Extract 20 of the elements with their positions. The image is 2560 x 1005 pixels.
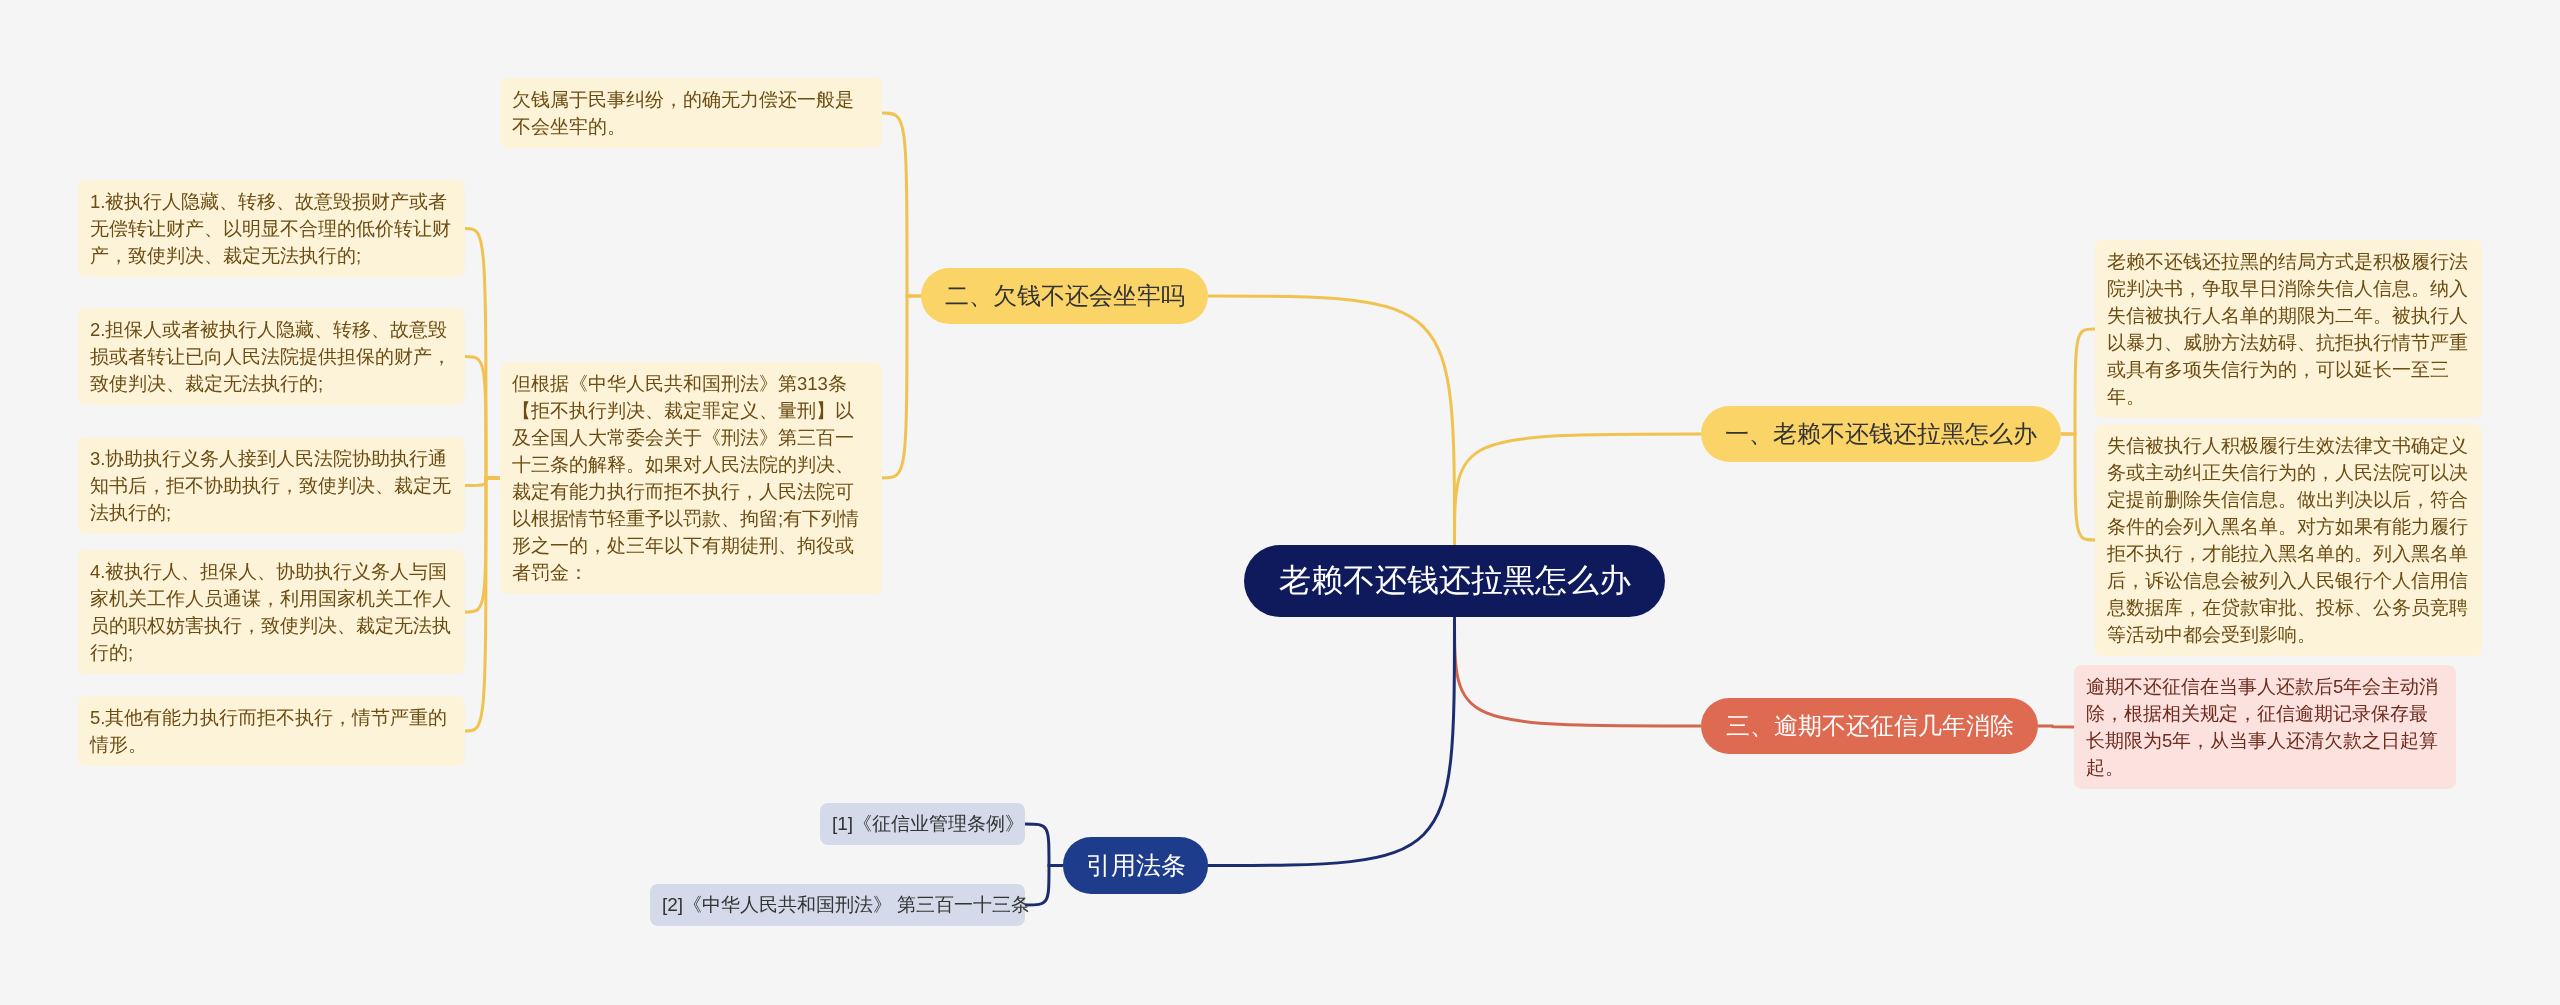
connector-line bbox=[1208, 617, 1456, 867]
reference-box: [1]《征信业管理条例》 bbox=[820, 803, 1025, 845]
topic-box: 引用法条 bbox=[1063, 836, 1208, 894]
note-box: 3.协助执行义务人接到人民法院协助执行通知书后，拒不协助执行，致使判决、裁定无法执行的; bbox=[78, 436, 465, 534]
note-box: 逾期不还征信在当事人还款后5年会主动消除，根据相关规定，征信逾期记录保存最长期限为5年，从当事人还清欠款之日起算起。 bbox=[2074, 665, 2456, 789]
note-box: 但根据《中华人民共和国刑法》第313条【拒不执行判决、裁定罪定义、量刑】以及全国人大常委会关于《刑法》第三百一十三条的解释。如果对人民法院的判决、裁定有能力执行而拒不执行，人民法院可以根据情节轻重予以罚款、拘留;有下列情形之一的，处三年以下有期徒刑、拘役或者罚金： bbox=[500, 362, 882, 594]
note-box: 4.被执行人、担保人、协助执行义务人与国家机关工作人员通谋，利用国家机关工作人员的职权妨害执行，致使判决、裁定无法执行的; bbox=[78, 550, 465, 674]
topic-box: 一、老赖不还钱还拉黑怎么办 bbox=[1701, 406, 2061, 462]
note-box: 5.其他有能力执行而拒不执行，情节严重的情形。 bbox=[78, 696, 465, 766]
note-box: 欠钱属于民事纠纷，的确无力偿还一般是不会坐牢的。 bbox=[500, 78, 882, 148]
topic-box: 二、欠钱不还会坐牢吗 bbox=[921, 268, 1208, 324]
connector-line bbox=[2061, 432, 2096, 542]
note-box: 失信被执行人积极履行生效法律文书确定义务或主动纠正失信行为的，人民法院可以决定提前删除失信信息。做出判决以后，符合条件的会列入黑名单。对方如果有能力履行拒不执行，才能拉入黑名单的。列入黑名单后，诉讼信息会被列入人民银行个人信用信息数据库，在贷款审批、投标、公务员竞聘等活动中都会受到影响。 bbox=[2095, 424, 2482, 656]
topic-box: 三、逾期不还征信几年消除 bbox=[1701, 698, 2038, 754]
note-box: 老赖不还钱还拉黑的结局方式是积极履行法院判决书，争取早日消除失信人信息。纳入失信被执行人名单的期限为二年。被执行人以暴力、威胁方法妨碍、抗拒执行情节严重或具有多项失信行为的，可以延长一至三年。 bbox=[2095, 240, 2482, 418]
connector-line bbox=[1208, 294, 1456, 545]
connector-line bbox=[2038, 724, 2074, 729]
note-box: 2.担保人或者被执行人隐藏、转移、故意毁损或者转让已向人民法院提供担保的财产，致使判决、裁定无法执行的; bbox=[78, 307, 465, 405]
note-box: 1.被执行人隐藏、转移、故意毁损财产或者无偿转让财产、以明显不合理的低价转让财产，致使判决、裁定无法执行的; bbox=[78, 179, 465, 277]
root-topic-box: 老赖不还钱还拉黑怎么办 bbox=[1244, 545, 1665, 617]
